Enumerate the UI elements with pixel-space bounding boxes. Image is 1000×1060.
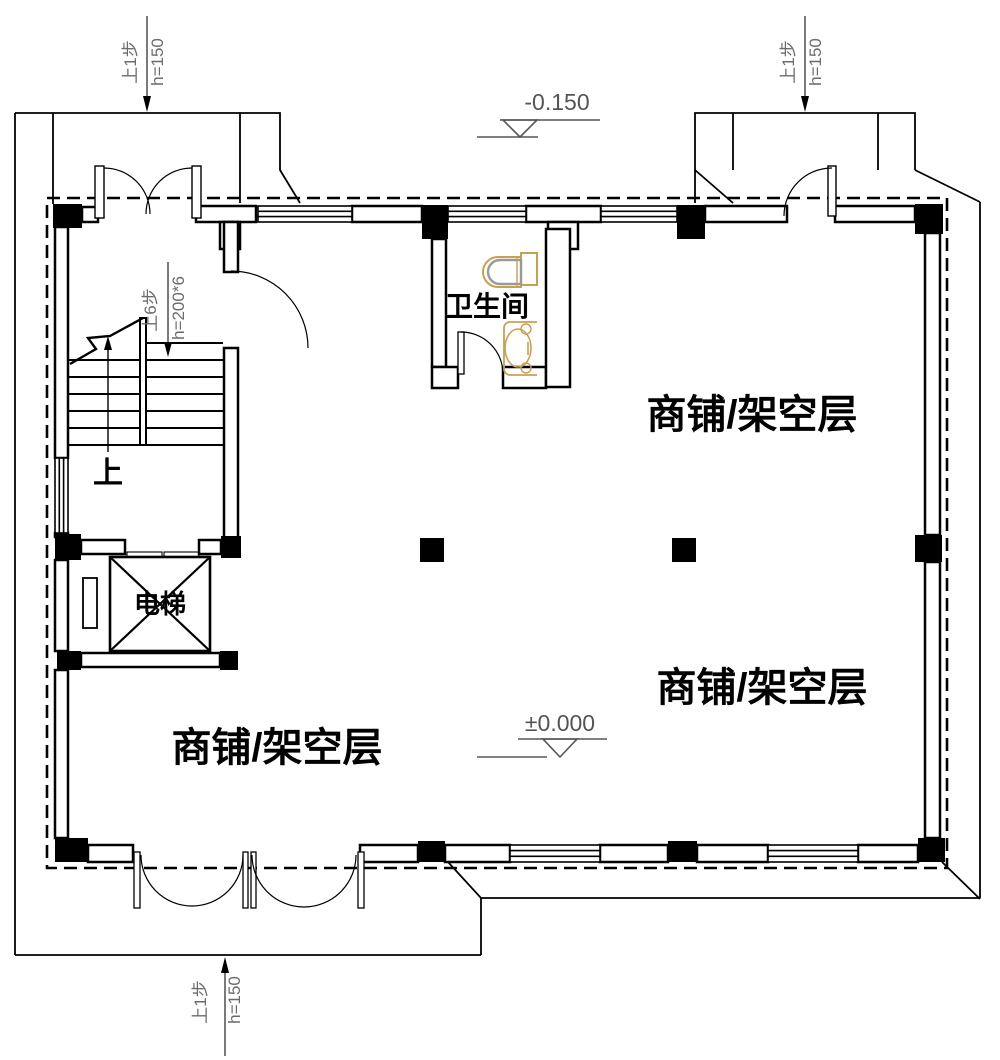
column <box>420 538 444 562</box>
door-bathroom <box>457 331 504 375</box>
column <box>668 841 697 862</box>
stair-up-arrow <box>104 336 112 452</box>
leader-bottom <box>221 957 229 1056</box>
column <box>918 838 945 862</box>
doors <box>94 165 837 909</box>
text-labels: 商铺/架空层 商铺/架空层 商铺/架空层 卫生间 电梯 上 -0.150 ±0.… <box>93 38 868 1024</box>
note-top-right: 上1步 h=150 <box>779 38 825 86</box>
column <box>220 651 238 670</box>
column <box>915 204 943 234</box>
column <box>57 651 81 670</box>
window-top-2 <box>447 205 527 223</box>
note-height: h=150 <box>148 38 167 86</box>
sink <box>503 321 537 376</box>
note-steps: 上1步 <box>121 40 140 83</box>
eave-outline <box>14 112 981 956</box>
elevator-counterweight <box>82 577 98 629</box>
window-bottom-2 <box>767 844 859 863</box>
single-door-top-right <box>783 165 837 217</box>
window-top-3 <box>600 205 678 223</box>
elevation-marker-ground <box>477 738 607 759</box>
label-shop-lower: 商铺/架空层 <box>656 666 867 710</box>
column <box>915 535 942 562</box>
column <box>418 841 445 862</box>
note-height: h=150 <box>225 976 244 1024</box>
elevator-cross <box>109 556 211 652</box>
note-stair: 上6步 h=200*6 <box>141 276 188 340</box>
column <box>422 205 448 239</box>
window-left-stair <box>54 457 69 534</box>
elevation-marker-entrance <box>477 119 600 139</box>
label-bathroom: 卫生间 <box>445 291 529 322</box>
label-elevator: 电梯 <box>134 589 186 619</box>
leader-stair-note <box>164 262 172 357</box>
note-steps: 上1步 <box>191 980 210 1023</box>
label-shop-upper: 商铺/架空层 <box>646 393 857 437</box>
note-steps: 上1步 <box>779 40 798 83</box>
note-height: h=200*6 <box>169 276 188 340</box>
leader-top-left <box>143 16 151 112</box>
elevation-value-entrance: -0.150 <box>524 89 589 115</box>
note-height: h=150 <box>806 38 825 86</box>
note-top-left: 上1步 h=150 <box>121 38 167 86</box>
staircase <box>68 316 223 452</box>
elevation-value-ground: ±0.000 <box>525 710 595 736</box>
column <box>221 536 241 558</box>
column <box>53 204 82 228</box>
annotation-leaders <box>143 16 809 1056</box>
window-bottom-1 <box>509 844 601 863</box>
label-stair-up: 上 <box>93 457 123 490</box>
upper-floor-dashed-outline <box>45 196 949 870</box>
note-steps: 上6步 <box>141 288 160 331</box>
column <box>672 538 696 562</box>
column <box>677 205 705 239</box>
elevator-shaft <box>82 551 212 653</box>
window-top-1 <box>257 205 353 223</box>
stair-break-line <box>69 316 144 366</box>
elevator-sliding-doors <box>126 551 200 558</box>
label-shop-left: 商铺/架空层 <box>171 726 382 770</box>
bathroom-fixtures <box>481 252 538 376</box>
column <box>55 838 88 862</box>
wall-piers <box>53 204 942 864</box>
door-stair-lobby <box>230 270 309 349</box>
double-door-top-left <box>94 165 202 219</box>
structural-columns <box>53 204 945 862</box>
windows <box>54 205 859 863</box>
note-bottom: 上1步 h=150 <box>191 976 244 1024</box>
four-leaf-door-bottom <box>133 851 365 909</box>
leader-top-right <box>801 16 809 112</box>
toilet <box>481 252 538 288</box>
column <box>55 534 81 560</box>
